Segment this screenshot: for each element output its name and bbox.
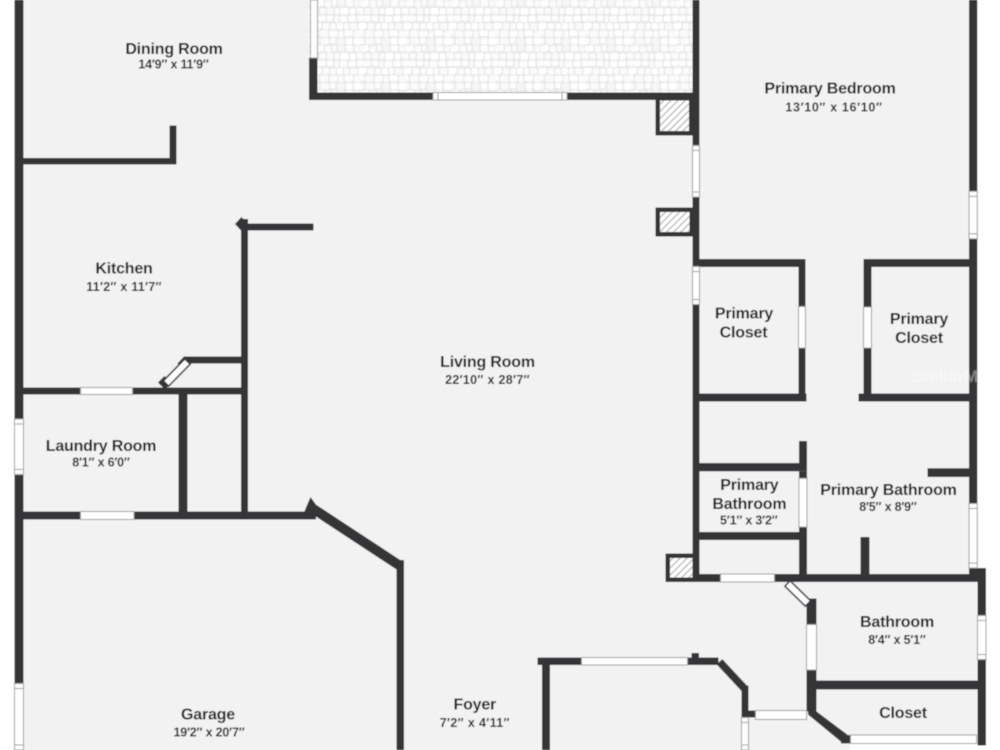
svg-text:22′10″ x 28′7″: 22′10″ x 28′7″ <box>445 373 530 387</box>
svg-text:14′9″ x 11′9″: 14′9″ x 11′9″ <box>138 58 209 72</box>
svg-text:Bathroom: Bathroom <box>860 614 934 631</box>
svg-text:Dining Room: Dining Room <box>125 41 222 58</box>
svg-text:Kitchen: Kitchen <box>95 260 152 277</box>
svg-text:Living Room: Living Room <box>440 354 535 371</box>
svg-text:19′2″ x 20′7″: 19′2″ x 20′7″ <box>174 726 245 740</box>
svg-text:Primary: Primary <box>715 306 773 323</box>
svg-text:Bathroom: Bathroom <box>712 496 786 513</box>
svg-text:Closet: Closet <box>879 705 928 722</box>
svg-text:7′2″ x 4′11″: 7′2″ x 4′11″ <box>440 716 510 730</box>
svg-text:8′1″ x 6′0″: 8′1″ x 6′0″ <box>72 456 130 470</box>
svg-text:Primary Bedroom: Primary Bedroom <box>764 80 895 97</box>
svg-text:11′2″ x 11′7″: 11′2″ x 11′7″ <box>86 280 161 294</box>
svg-text:StellarMLS: StellarMLS <box>912 367 1000 386</box>
svg-text:Foyer: Foyer <box>454 697 497 714</box>
svg-text:5′1″ x 3′2″: 5′1″ x 3′2″ <box>720 514 778 528</box>
svg-text:Closet: Closet <box>895 330 944 347</box>
svg-text:8′5″ x 8′9″: 8′5″ x 8′9″ <box>859 500 917 514</box>
svg-text:13′10″ x 16′10″: 13′10″ x 16′10″ <box>785 101 882 115</box>
svg-text:Laundry Room: Laundry Room <box>46 438 157 455</box>
svg-text:Garage: Garage <box>181 707 235 724</box>
svg-text:Primary: Primary <box>890 311 948 328</box>
svg-text:Closet: Closet <box>720 324 769 341</box>
svg-text:Primary Bathroom: Primary Bathroom <box>820 482 956 499</box>
svg-text:Primary: Primary <box>720 477 778 494</box>
svg-text:8′4″ x 5′1″: 8′4″ x 5′1″ <box>868 633 926 647</box>
